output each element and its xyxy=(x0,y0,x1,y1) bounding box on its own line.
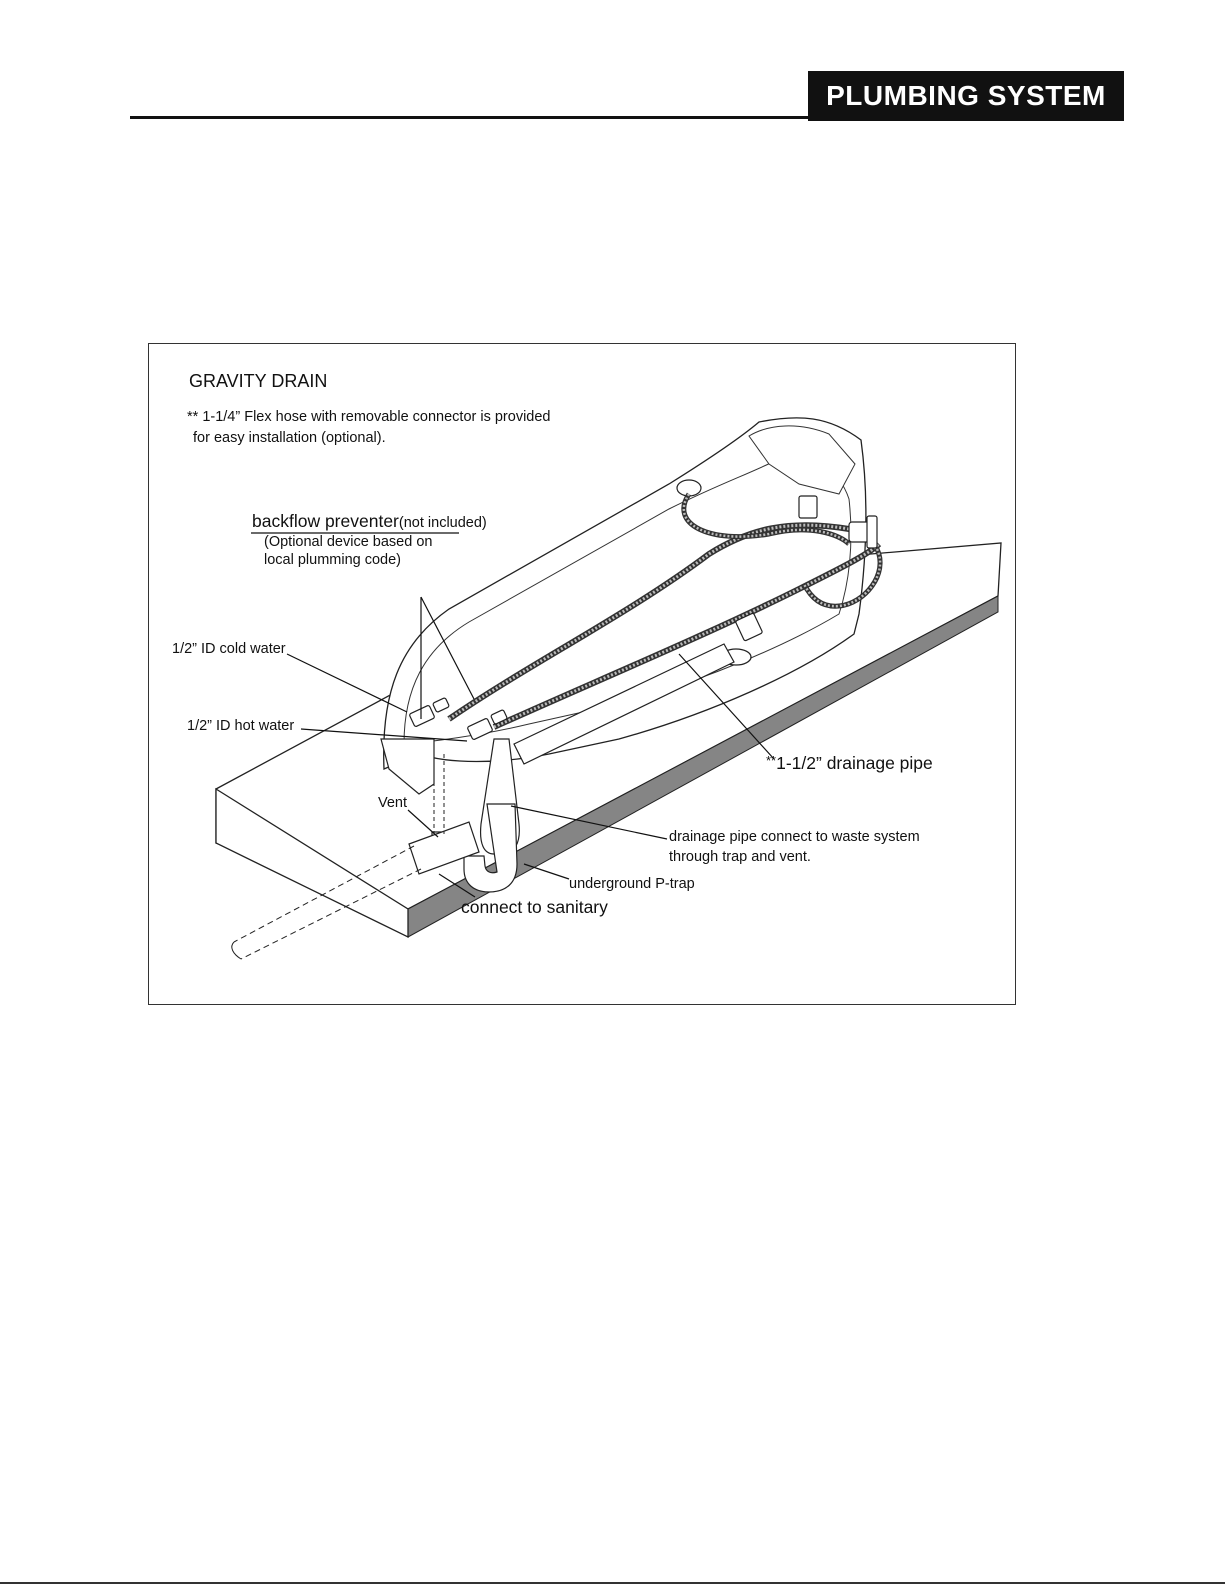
floor-slab-front xyxy=(215,787,409,939)
p-trap-and-vent xyxy=(408,803,518,893)
waste-system-line2: through trap and vent. xyxy=(669,849,811,865)
bottom-rule xyxy=(0,1582,1225,1584)
header-rule xyxy=(130,116,810,119)
bathtub-headrest xyxy=(748,425,856,495)
drainage-pipe-prefix: ** xyxy=(766,753,777,768)
vent-pipe-dashed xyxy=(433,754,445,834)
braided-hoses xyxy=(447,492,883,730)
sanitary-label: connect to sanitary xyxy=(461,897,608,917)
vent-label: Vent xyxy=(378,795,408,811)
pump-tee-fitting xyxy=(798,495,878,549)
p-trap-label: underground P-trap xyxy=(569,876,695,892)
hose-connectors xyxy=(409,697,508,740)
leader-lines xyxy=(251,532,775,898)
backflow-note-line3: local plumming code) xyxy=(264,552,402,568)
drainage-pipe-label: **1-1/2” drainage pipe xyxy=(766,751,933,773)
bathtub-plumbing-illustration xyxy=(215,417,1002,960)
jet-fitting xyxy=(676,479,702,497)
drainage-pipe-text: 1-1/2” drainage pipe xyxy=(776,753,933,773)
backflow-note-line2: (Optional device based on xyxy=(264,534,433,550)
backflow-preventer-title: backflow preventer xyxy=(252,511,399,531)
sanitary-line-dashed xyxy=(233,845,422,960)
bathtub-front-apron xyxy=(380,738,435,795)
flex-hose-note-line2: for easy installation (optional). xyxy=(193,430,386,446)
backflow-preventer-suffix: (not included) xyxy=(398,515,487,531)
flex-hose-note-line1: ** 1-1/4” Flex hose with removable conne… xyxy=(187,409,551,425)
hot-water-label: 1/2” ID hot water xyxy=(187,718,295,734)
cold-water-label: 1/2” ID cold water xyxy=(172,641,286,657)
section-title: PLUMBING SYSTEM xyxy=(808,71,1124,121)
backflow-preventer-label: backflow preventer(not included) xyxy=(252,512,487,533)
waste-system-line1: drainage pipe connect to waste system xyxy=(669,829,920,845)
gravity-drain-figure: GRAVITY DRAIN ** 1-1/4” Flex hose with r… xyxy=(148,343,1016,1005)
figure-title: GRAVITY DRAIN xyxy=(189,371,328,391)
sanitary-line-end xyxy=(231,941,242,960)
